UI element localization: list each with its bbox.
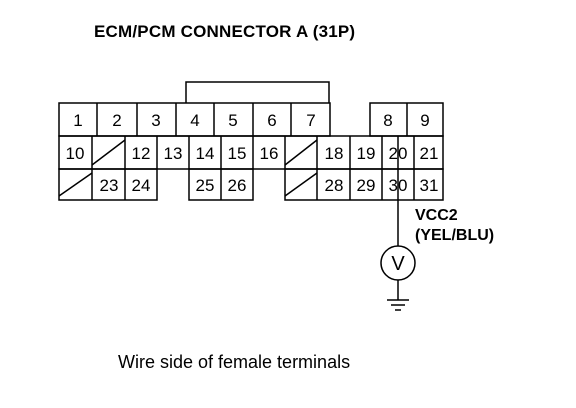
terminal-29: 29 xyxy=(357,176,376,195)
terminal-10: 10 xyxy=(66,144,85,163)
connector-lock-tab xyxy=(185,81,330,103)
terminal-31: 31 xyxy=(420,176,439,195)
unused-cavity-27-slash xyxy=(284,172,318,197)
terminal-30: 30 xyxy=(389,176,408,195)
terminal-1: 1 xyxy=(73,111,82,130)
terminal-6: 6 xyxy=(267,111,276,130)
signal-name: VCC2 xyxy=(415,207,458,224)
unused-cavity-11-slash xyxy=(91,139,126,166)
terminal-20: 20 xyxy=(389,144,408,163)
diagram-title: ECM/PCM CONNECTOR A (31P) xyxy=(94,22,356,41)
terminal-26: 26 xyxy=(228,176,247,195)
terminal-21: 21 xyxy=(420,144,439,163)
terminal-8: 8 xyxy=(383,111,392,130)
terminal-28: 28 xyxy=(325,176,344,195)
signal-wire-color: (YEL/BLU) xyxy=(415,227,495,244)
terminal-19: 19 xyxy=(357,144,376,163)
terminal-25: 25 xyxy=(196,176,215,195)
terminal-2: 2 xyxy=(112,111,121,130)
terminal-23: 23 xyxy=(100,176,119,195)
unused-cavity-17-slash xyxy=(284,139,318,166)
signal-label: VCC2 (YEL/BLU) xyxy=(415,206,494,246)
terminal-13: 13 xyxy=(164,144,183,163)
terminal-4: 4 xyxy=(190,111,199,130)
terminal-18: 18 xyxy=(325,144,344,163)
terminal-15: 15 xyxy=(228,144,247,163)
terminal-24: 24 xyxy=(132,176,151,195)
row3-right-block xyxy=(284,168,444,201)
terminal-3: 3 xyxy=(151,111,160,130)
voltmeter-symbol: V xyxy=(391,253,405,275)
terminal-12: 12 xyxy=(132,144,151,163)
terminal-16: 16 xyxy=(260,144,279,163)
row2-block xyxy=(58,135,444,170)
terminal-9: 9 xyxy=(420,111,429,130)
terminal-14: 14 xyxy=(196,144,215,163)
terminal-7: 7 xyxy=(306,111,315,130)
unused-cavity-22-slash xyxy=(58,172,93,197)
row3-left-block xyxy=(58,168,158,201)
terminal-5: 5 xyxy=(228,111,237,130)
diagram-caption: Wire side of female terminals xyxy=(118,352,351,372)
